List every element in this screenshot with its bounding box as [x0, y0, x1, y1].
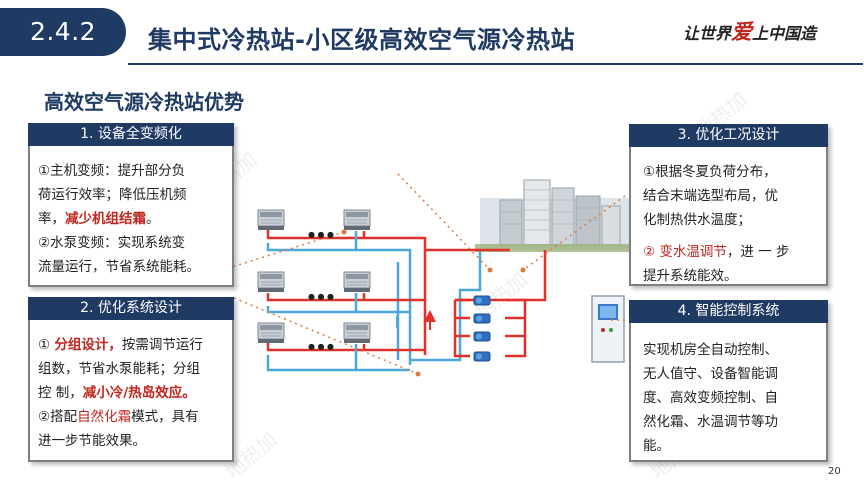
page-number: 20	[828, 466, 841, 477]
blue-pipes	[266, 243, 482, 372]
page-title: 集中式冷热站-小区级高效空气源冷热站	[148, 26, 575, 54]
unit-dots: ● ● ●	[308, 292, 335, 301]
unit-dots: ● ● ●	[308, 342, 335, 351]
box-header-1: 1. 设备全变频化	[28, 123, 234, 146]
section-subtitle: 高效空气源冷热站优势	[44, 90, 244, 114]
feature-box-1: 1. 设备全变频化 ①主机变频：提升部分负 荷运行效率；降低压机频 率，减少机组…	[28, 123, 234, 287]
box-header-3: 3. 优化工况设计	[629, 124, 828, 147]
box-body-1: ①主机变频：提升部分负 荷运行效率；降低压机频 率，减少机组结霜。 ②水泵变频：…	[38, 163, 200, 275]
feature-box-2: 2. 优化系统设计 ① 分组设计，按需调节运行 组数，节省水泵能耗；分组 控 制…	[28, 297, 234, 462]
section-number: 2.4.2	[0, 8, 126, 56]
logo-text-1: 让世界	[683, 24, 732, 43]
box-body-3: ①根据冬夏负荷分布， 结合末端选型布局，优 化制热供水温度； ② 变水温调节，进…	[643, 164, 790, 284]
building-cluster	[475, 179, 635, 252]
box-header-4: 4. 智能控制系统	[629, 300, 828, 323]
box-body-2: ① 分组设计，按需调节运行 组数，节省水泵能耗；分组 控 制，减小冷/热岛效应。…	[38, 337, 203, 449]
feature-box-3: 3. 优化工况设计 ①根据冬夏负荷分布， 结合末端选型布局，优 化制热供水温度；…	[629, 124, 828, 286]
box-body-4: 实现机房全自动控制、 无人值守、设备智能调 度、高效变频控制、自 然化霜、水温调…	[643, 342, 778, 454]
header-divider	[128, 63, 863, 65]
control-cabinet	[591, 295, 625, 363]
logo-text-accent: 爱	[731, 19, 753, 44]
logo-text-2: 上中国造	[752, 24, 817, 43]
unit-dots: ● ● ●	[308, 230, 335, 239]
callout-connectors	[221, 173, 626, 375]
feature-box-4: 4. 智能控制系统 实现机房全自动控制、 无人值守、设备智能调 度、高效变频控制…	[629, 300, 828, 462]
brand-logo: 让世界爱上中国造	[683, 16, 816, 46]
red-pipes	[266, 230, 547, 358]
circulation-pumps	[473, 295, 491, 362]
box-header-2: 2. 优化系统设计	[28, 297, 234, 320]
